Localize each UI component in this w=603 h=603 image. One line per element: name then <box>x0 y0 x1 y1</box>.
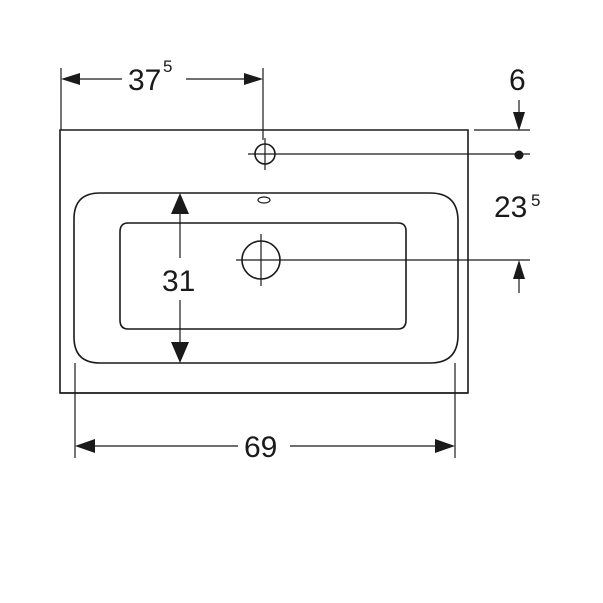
dimension-label-tap-top: 6 <box>509 64 526 97</box>
dimension-tap-offset: 37 5 <box>61 57 263 97</box>
tap-hole-marker <box>514 150 524 160</box>
bowl-outer-rim <box>73 192 459 364</box>
dimension-drain-offset: 23 5 <box>494 191 540 293</box>
overflow-hole <box>257 196 271 204</box>
dimension-label-tap-offset-sup: 5 <box>163 57 172 76</box>
dimension-bowl-depth: 31 <box>162 193 195 363</box>
dimension-bowl-width: 69 <box>75 431 455 464</box>
dimension-label-tap-offset: 37 <box>128 64 161 97</box>
dimension-label-drain-offset: 23 <box>494 191 527 224</box>
dimension-tap-top: 6 <box>509 64 526 160</box>
dimension-label-drain-offset-sup: 5 <box>531 191 540 210</box>
bowl-inner-basin <box>119 222 407 330</box>
dimension-label-bowl-width: 69 <box>244 431 277 464</box>
dimension-label-bowl-depth: 31 <box>162 265 195 298</box>
